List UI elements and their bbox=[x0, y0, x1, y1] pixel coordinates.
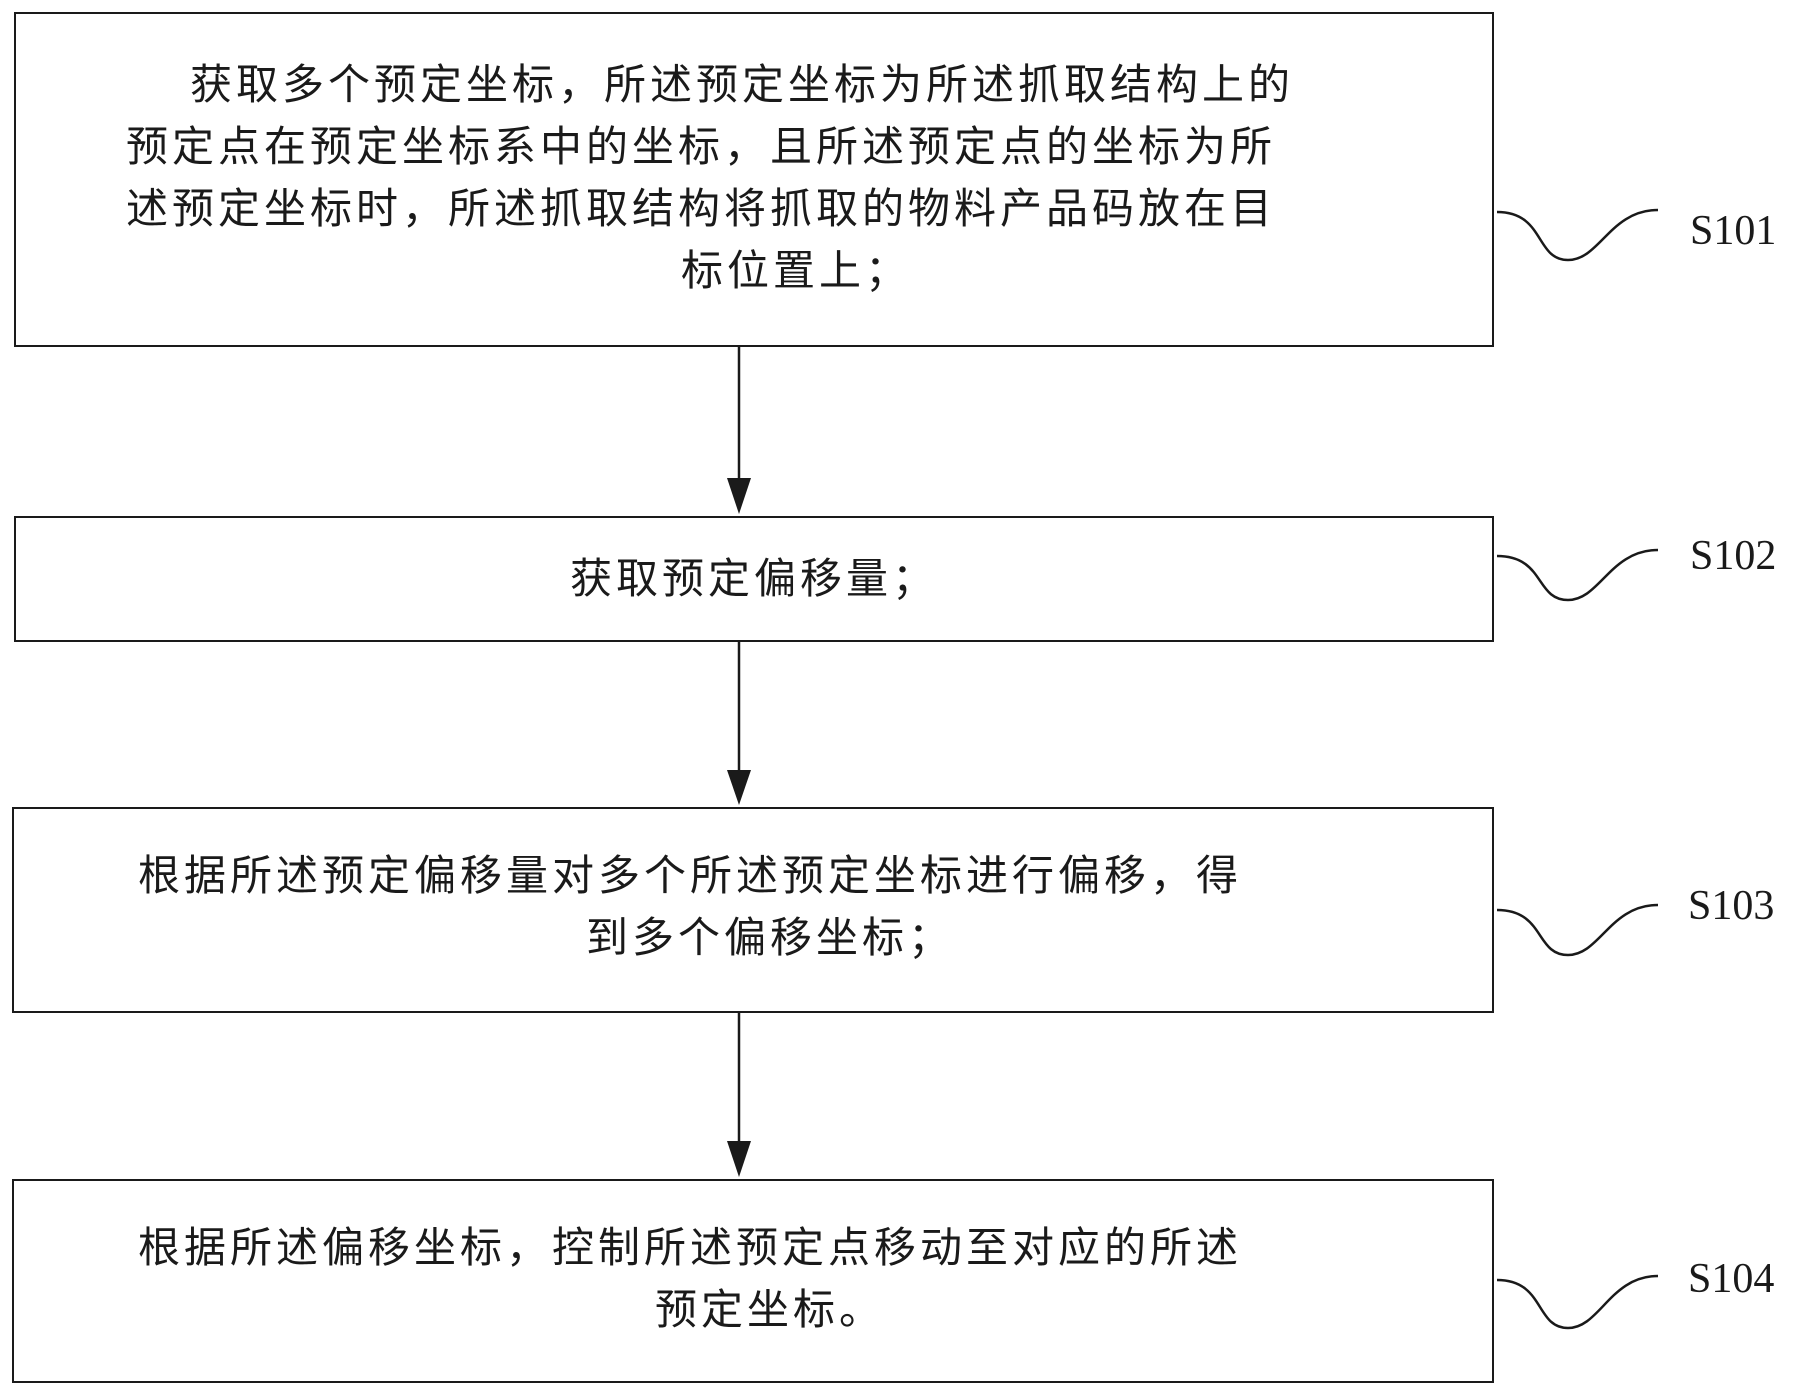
step-box-s101: 获取多个预定坐标，所述预定坐标为所述抓取结构上的 预定点在预定坐标系中的坐标，且… bbox=[14, 12, 1494, 347]
step-box-s104: 根据所述偏移坐标，控制所述预定点移动至对应的所述 预定坐标。 bbox=[12, 1179, 1494, 1383]
step-text-line: 到多个偏移坐标； bbox=[585, 913, 954, 962]
arrowhead-s102 bbox=[727, 478, 751, 514]
step-box-s103: 根据所述预定偏移量对多个所述预定坐标进行偏移，得 到多个偏移坐标； bbox=[12, 807, 1494, 1013]
leader-squiggle-s102 bbox=[1496, 548, 1659, 602]
arrowhead-s104 bbox=[727, 1141, 751, 1177]
step-text-line: 述预定坐标时，所述抓取结构将抓取的物料产品码放在目 bbox=[126, 184, 1277, 233]
step-label-s102: S102 bbox=[1690, 533, 1777, 579]
step-text-line: 预定坐标。 bbox=[654, 1285, 885, 1334]
leader-squiggle-s103 bbox=[1496, 903, 1659, 957]
step-text-line: 预定点在预定坐标系中的坐标，且所述预定点的坐标为所 bbox=[126, 122, 1277, 171]
step-text-line: 根据所述预定偏移量对多个所述预定坐标进行偏移，得 bbox=[138, 851, 1243, 900]
step-box-s102: 获取预定偏移量； bbox=[14, 516, 1494, 642]
step-text-line: 获取预定偏移量； bbox=[569, 554, 938, 603]
step-text-line: 获取多个预定坐标，所述预定坐标为所述抓取结构上的 bbox=[190, 60, 1295, 109]
leader-squiggle-s104 bbox=[1496, 1274, 1659, 1330]
step-label-s104: S104 bbox=[1688, 1256, 1775, 1302]
arrowhead-s103 bbox=[727, 770, 751, 805]
step-label-s101: S101 bbox=[1690, 208, 1777, 254]
leader-squiggle-s101 bbox=[1496, 208, 1659, 262]
step-text-line: 根据所述偏移坐标，控制所述预定点移动至对应的所述 bbox=[138, 1223, 1243, 1272]
step-label-s103: S103 bbox=[1688, 883, 1775, 929]
step-text-line: 标位置上； bbox=[680, 246, 911, 295]
